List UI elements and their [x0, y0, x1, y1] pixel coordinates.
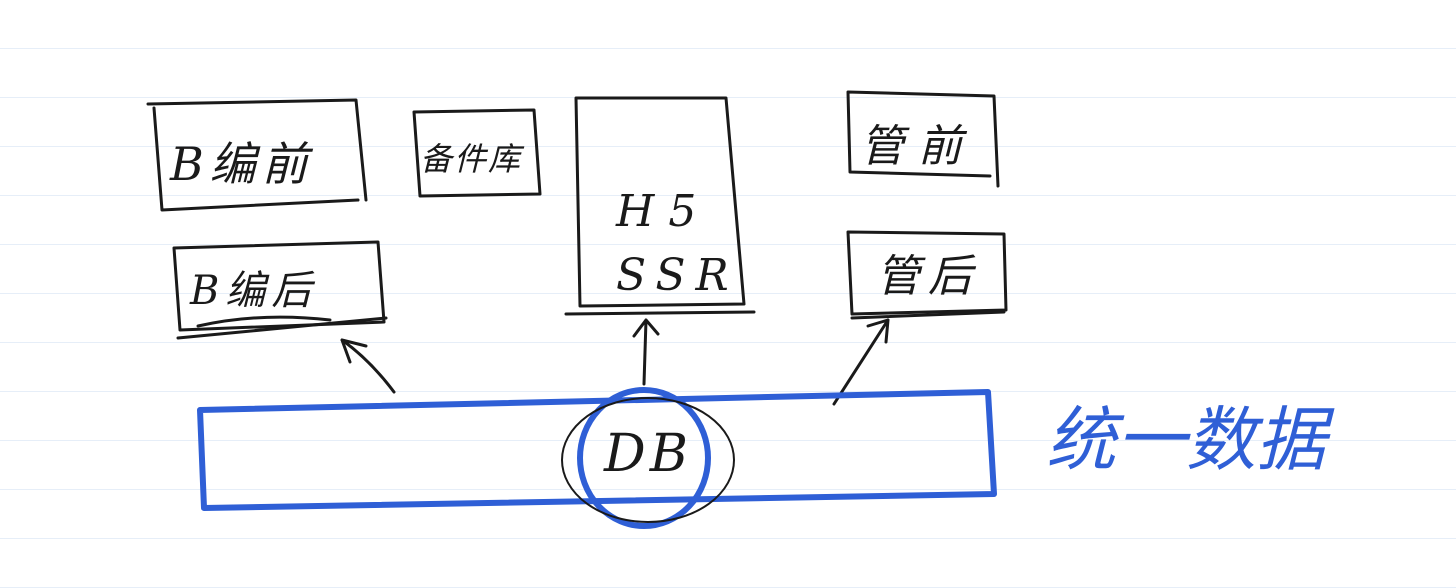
arrow-db-to-mgmt-back [832, 318, 890, 406]
b-edit-front-box [146, 98, 368, 212]
db-label: DB [604, 424, 692, 484]
b-edit-front-label: B编前 [170, 137, 314, 191]
mgmt-front-label: 管前 [860, 121, 976, 172]
inventory-label: 备件库 [420, 140, 523, 178]
ssr-label: SSR [616, 250, 739, 301]
mgmt-front-box [846, 90, 1000, 188]
mgmt-back-underline [850, 310, 1006, 320]
arrow-db-to-h5-ssr [632, 318, 660, 386]
unified-data-annotation: 统一数据 [1046, 399, 1326, 481]
inventory-box [412, 108, 542, 198]
b-edit-back-box [172, 240, 386, 332]
h5-ssr-base-line [564, 310, 756, 316]
h5-ssr-box [574, 96, 746, 308]
db-highlight-circle [577, 387, 711, 529]
mgmt-back-box [846, 230, 1008, 316]
b-edit-back-underline [176, 316, 388, 340]
b-edit-back-scribble [196, 315, 332, 328]
mgmt-back-label: 管后 [876, 251, 980, 302]
arrow-db-to-b-edit-back [340, 338, 396, 394]
db-pencil-circle [561, 397, 735, 523]
h5-label: H5 [616, 186, 711, 237]
db-bar [197, 389, 997, 511]
b-edit-back-label: B编后 [190, 268, 318, 314]
